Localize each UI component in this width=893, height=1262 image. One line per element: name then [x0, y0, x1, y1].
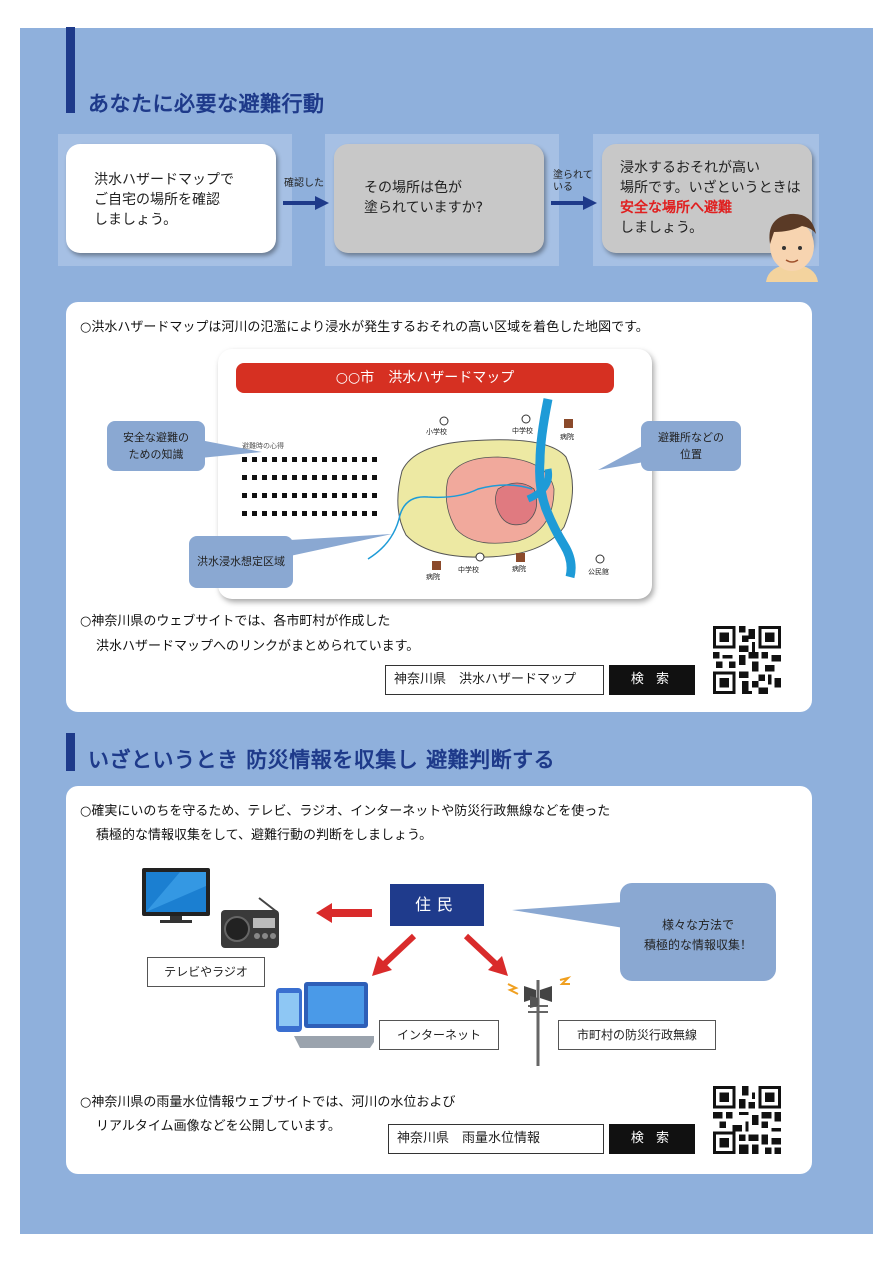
- info-bubble: 様々な方法で 積極的な情報収集！: [620, 883, 776, 981]
- map-place-label: 中学校: [512, 427, 533, 435]
- qr-code-icon[interactable]: [713, 626, 781, 694]
- section1-title: あなたに必要な避難行動: [88, 92, 325, 116]
- info-intro-text: 積極的な情報収集をして、避難行動の判断をしましょう。: [96, 828, 433, 843]
- callout-line: 位置: [680, 448, 702, 461]
- flow-step3-line: 場所です。いざというときは: [620, 180, 801, 196]
- laptop-phone-icon: [276, 982, 374, 1048]
- loudspeaker-tower-icon: [507, 976, 572, 1066]
- rain-info-text: リアルタイム画像などを公開しています。: [96, 1119, 341, 1134]
- flow-step2-line: その場所は色が: [364, 180, 462, 196]
- flood-area-map: [367, 398, 605, 579]
- flow-step1-line: 洪水ハザードマップで: [94, 172, 234, 188]
- map-place-label: 公民館: [588, 568, 609, 576]
- flow-arrow2-label-line: 塗られて: [553, 170, 593, 181]
- flow-arrow2-label-line: いる: [553, 182, 573, 193]
- rain-search-button[interactable]: 検 索: [609, 1124, 695, 1154]
- flow-step2-box: その場所は色が 塗られていますか?: [334, 144, 544, 253]
- map-place-label: 小学校: [426, 428, 447, 436]
- red-arrow-left-icon: [316, 903, 372, 923]
- map-place-label: 中学校: [458, 566, 479, 574]
- bubble-pointer: [512, 902, 624, 928]
- callout-line: ための知識: [128, 448, 184, 461]
- kanagawa-hazard-text: ○神奈川県のウェブサイトでは、各市町村が作成した: [80, 614, 391, 629]
- resident-label: 住民: [390, 884, 484, 926]
- bubble-line: 積極的な情報収集！: [643, 938, 752, 952]
- callout-evacuation-knowledge: 安全な避難の ための知識: [107, 421, 205, 471]
- flow-step3-box: 浸水するおそれが高い 場所です。いざというときは 安全な場所へ避難 しましょう。: [602, 144, 812, 253]
- map-place-label: 病院: [512, 565, 526, 573]
- callout-line: 安全な避難の: [123, 431, 189, 444]
- bubble-line: 様々な方法で: [661, 918, 734, 932]
- callout-shelter-location: 避難所などの 位置: [641, 421, 741, 471]
- person-avatar-icon: [766, 213, 818, 282]
- rain-search-input[interactable]: 神奈川県 雨量水位情報: [388, 1124, 604, 1154]
- callout-flood-zone: 洪水浸水想定区域: [189, 536, 293, 588]
- flow-step3-highlight: 安全な場所へ避難: [620, 200, 732, 216]
- kanagawa-hazard-text: 洪水ハザードマップへのリンクがまとめられています。: [96, 639, 420, 654]
- hazard-search-input[interactable]: 神奈川県 洪水ハザードマップ: [385, 665, 604, 695]
- map-title: ○○市 洪水ハザードマップ: [236, 363, 614, 393]
- hazard-search-button[interactable]: 検 索: [609, 665, 695, 695]
- arrow-right-icon: [551, 196, 597, 210]
- flow-step1-box: 洪水ハザードマップで ご自宅の場所を確認 しましょう。: [66, 144, 276, 253]
- rain-info-text: ○神奈川県の雨量水位情報ウェブサイトでは、河川の水位および: [80, 1095, 456, 1110]
- internet-label: インターネット: [379, 1020, 499, 1050]
- section-bar: [66, 733, 75, 771]
- info-intro-text: ○確実にいのちを守るため、テレビ、ラジオ、インターネットや防災行政無線などを使っ…: [80, 804, 611, 819]
- flow-step2-line: 塗られていますか?: [364, 200, 484, 216]
- qr-code-icon[interactable]: [713, 1086, 781, 1154]
- flow-arrow1-label: 確認した: [284, 178, 324, 189]
- callout-pointers: [200, 440, 644, 556]
- section-bar: [66, 27, 75, 113]
- map-place-label: 病院: [560, 433, 574, 441]
- arrow-right-icon: [283, 196, 329, 210]
- red-arrow-down-right-icon: [463, 933, 508, 976]
- red-arrow-down-left-icon: [372, 933, 417, 976]
- section2-title: いざというとき 防災情報を収集し 避難判断する: [88, 748, 556, 772]
- hazard-map-illustration: ○○市 洪水ハザードマップ 避難時の心得 小学校 中学校 病院 病院 中学校 病…: [218, 349, 652, 599]
- map-legend-dots: [242, 457, 377, 516]
- flow-arrow2-label: 塗られて いる: [553, 170, 593, 194]
- hazard-intro-text: ○洪水ハザードマップは河川の氾濫により浸水が発生するおそれの高い区域を着色した地…: [80, 320, 649, 335]
- tv-radio-label: テレビやラジオ: [147, 957, 265, 987]
- flow-step1-line: しましょう。: [94, 212, 178, 228]
- map-place-label: 病院: [426, 573, 440, 581]
- flow-step3-line: 浸水するおそれが高い: [620, 160, 760, 176]
- tv-icon: [142, 868, 210, 923]
- map-legend-heading: 避難時の心得: [242, 442, 284, 450]
- callout-line: 避難所などの: [658, 431, 724, 444]
- radio-icon: [221, 897, 279, 948]
- flow-step3-line: しましょう。: [620, 220, 704, 236]
- radio-system-label: 市町村の防災行政無線: [558, 1020, 716, 1050]
- flow-step1-line: ご自宅の場所を確認: [94, 192, 220, 208]
